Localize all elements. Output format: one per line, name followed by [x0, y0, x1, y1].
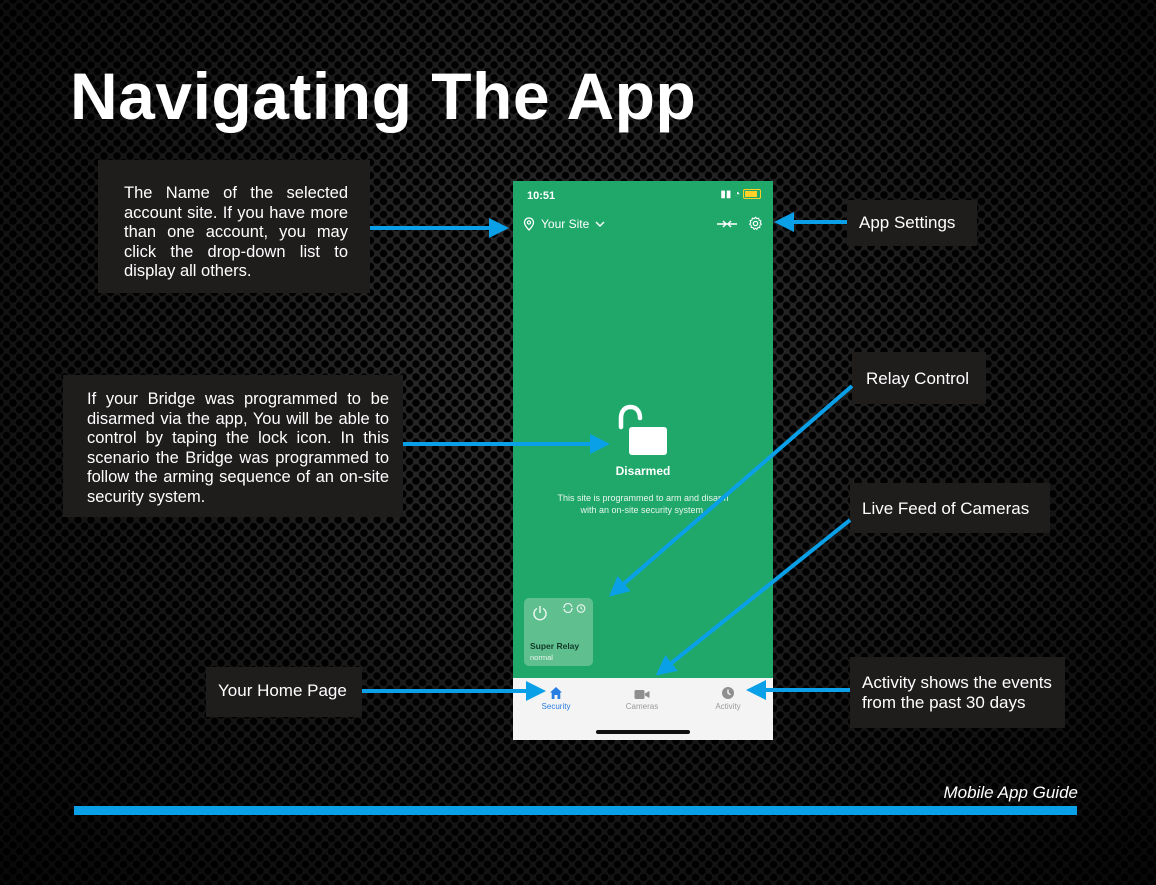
callout-relay-control-text: Relay Control: [866, 369, 969, 388]
location-pin-icon: [523, 217, 535, 231]
relay-card[interactable]: Super Relay normal: [524, 598, 593, 666]
callout-relay-control: Relay Control: [852, 352, 986, 404]
status-time: 10:51: [527, 190, 556, 202]
callout-home-page-text: Your Home Page: [218, 681, 347, 700]
tab-activity[interactable]: Activity: [685, 682, 771, 711]
home-icon: [550, 687, 562, 699]
site-selector[interactable]: Your Site: [523, 217, 605, 231]
signal-icon: ▮▮: [720, 189, 732, 200]
callout-app-settings: App Settings: [847, 200, 977, 246]
callout-bridge: If your Bridge was programmed to be disa…: [63, 375, 403, 517]
slide-title: Navigating The App: [70, 59, 697, 133]
callout-home-page: Your Home Page: [206, 667, 362, 717]
camera-icon: [634, 690, 650, 699]
callout-bridge-text: If your Bridge was programmed to be disa…: [87, 390, 389, 506]
power-icon: [533, 606, 547, 621]
relay-state: normal: [530, 653, 553, 662]
callout-site-name: The Name of the selected account site. I…: [98, 160, 370, 293]
tab-security-label: Security: [541, 702, 571, 711]
arm-description: This site is programmed to arm and disar…: [533, 492, 753, 516]
lock-toggle[interactable]: [613, 403, 673, 459]
activity-icon: [722, 687, 734, 699]
phone-screen: 10:51 ▮▮ ◔ Your Site Disarmed: [513, 181, 773, 740]
footer-bar: [74, 806, 1077, 815]
arm-description-line2: with an on-site security system.: [580, 505, 706, 515]
wifi-icon: ◔: [734, 189, 741, 200]
callout-activity: Activity shows the events from the past …: [850, 657, 1065, 728]
arm-description-line1: This site is programmed to arm and disar…: [557, 493, 729, 503]
callout-activity-line1: Activity shows the events: [862, 673, 1052, 692]
callout-activity-line2: from the past 30 days: [862, 692, 1026, 712]
cycle-icon: [563, 603, 573, 613]
home-indicator: [596, 730, 690, 734]
arm-status: Disarmed: [615, 464, 671, 478]
tab-activity-label: Activity: [715, 702, 741, 711]
site-name: Your Site: [541, 217, 590, 231]
callout-live-feed-text: Live Feed of Cameras: [862, 499, 1030, 518]
header-icons: [716, 216, 763, 231]
callout-app-settings-text: App Settings: [859, 213, 956, 232]
tab-bar: Security Cameras Activity: [513, 678, 773, 740]
bridge-link-icon[interactable]: [716, 218, 738, 230]
status-icons: ▮▮ ◔: [720, 189, 761, 200]
callout-live-feed: Live Feed of Cameras: [850, 483, 1050, 533]
tab-cameras[interactable]: Cameras: [599, 682, 685, 711]
tab-cameras-label: Cameras: [625, 702, 659, 711]
relay-name: Super Relay: [530, 641, 580, 651]
gear-icon[interactable]: [748, 216, 763, 231]
callout-site-name-text: The Name of the selected account site. I…: [124, 184, 348, 280]
chevron-down-icon: [595, 221, 605, 227]
timer-icon: [576, 604, 586, 613]
footer-label: Mobile App Guide: [943, 783, 1078, 802]
unlocked-lock-icon: [618, 404, 667, 455]
tab-security[interactable]: Security: [513, 682, 599, 711]
battery-icon: [743, 189, 761, 200]
